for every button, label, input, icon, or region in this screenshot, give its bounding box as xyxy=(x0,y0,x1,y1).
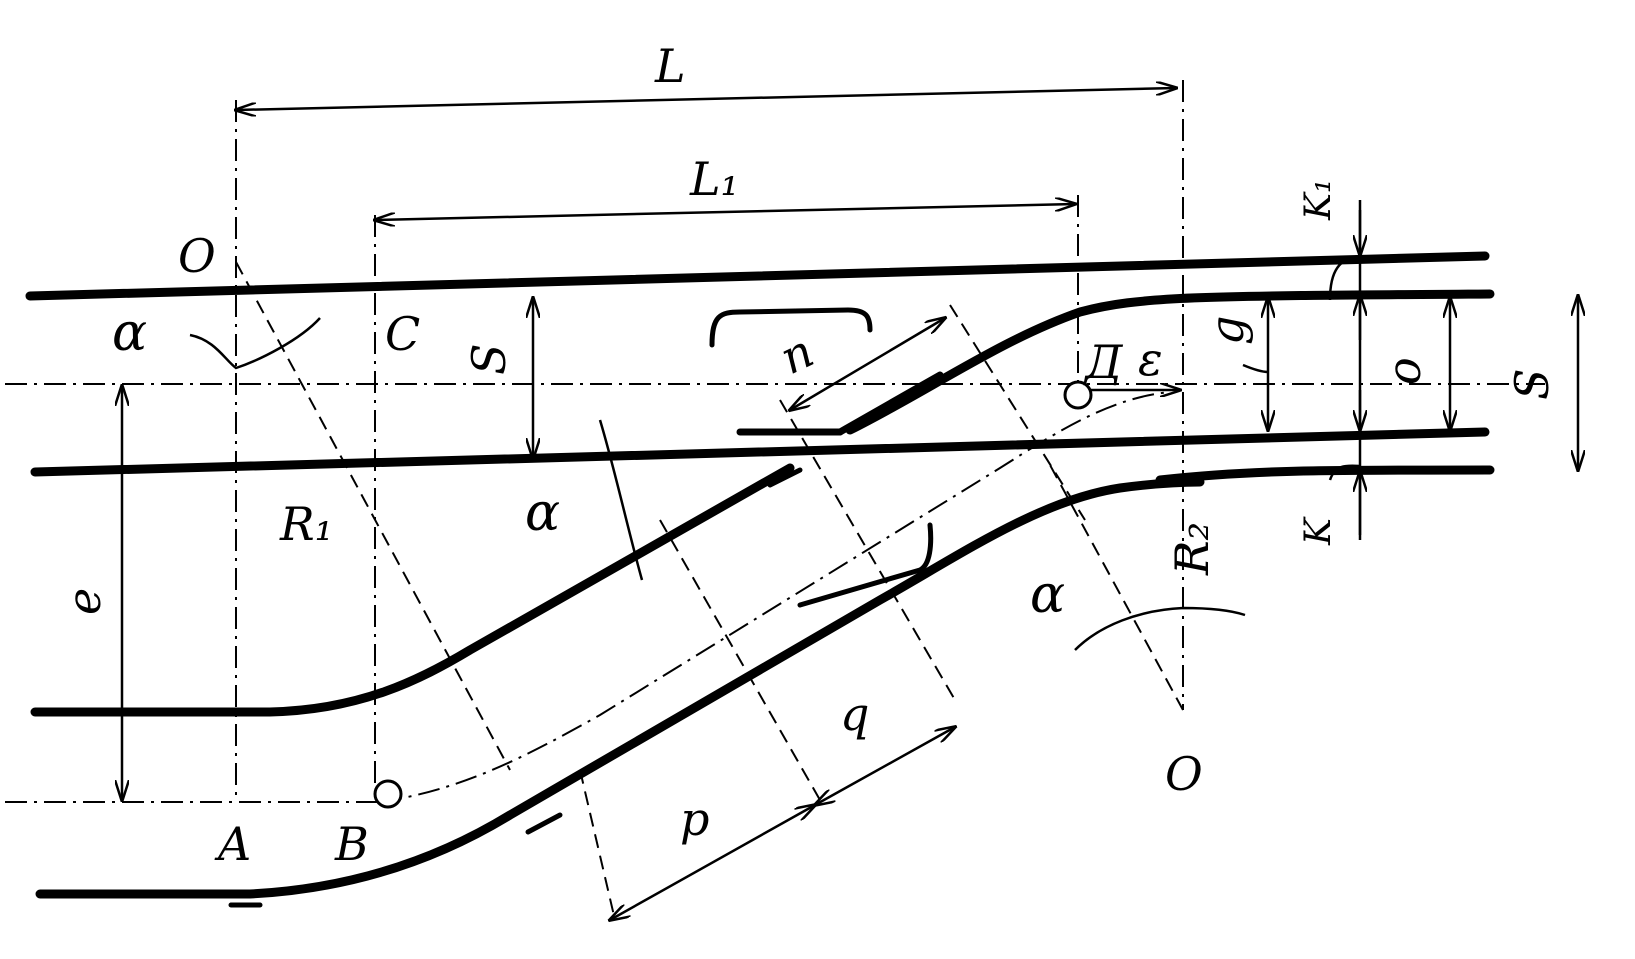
label-L1: L₁ xyxy=(689,152,739,206)
label-alpha-left: α xyxy=(112,303,147,363)
label-K: K xyxy=(1298,516,1339,546)
label-R2: R₂ xyxy=(1165,522,1219,576)
alpha-right-arc xyxy=(1074,606,1246,651)
perpendicular-4 xyxy=(579,769,616,921)
upper-track-top-rail xyxy=(25,251,1490,301)
label-e: e xyxy=(57,588,111,615)
point-B xyxy=(373,779,403,809)
label-K1: K₁ xyxy=(1298,179,1339,221)
perpendicular-3 xyxy=(659,519,821,801)
upper-branch-inner-rail xyxy=(1155,465,1495,485)
label-B: B xyxy=(334,817,369,871)
label-o: o xyxy=(1377,357,1431,385)
perpendicular-2 xyxy=(949,304,1086,521)
label-epsilon: ε xyxy=(1138,332,1163,386)
frog-end-right xyxy=(525,812,563,835)
g-leader xyxy=(1242,363,1269,374)
label-D: Д xyxy=(1083,335,1124,389)
perpendicular-1 xyxy=(779,399,956,701)
alpha-left-arc xyxy=(189,317,321,370)
axes xyxy=(5,80,1545,921)
lower-track-bottom-rail xyxy=(35,477,1205,899)
K1-leader xyxy=(1328,254,1361,301)
dim-n xyxy=(790,318,945,410)
crossover-axis xyxy=(379,391,1171,803)
labels: L L₁ O C S n Д ε g o S K₁ K α α α R₁ R₂ … xyxy=(57,39,1559,871)
angle-arcs xyxy=(189,254,1361,651)
point-D xyxy=(1063,380,1093,410)
label-L: L xyxy=(654,39,686,93)
frog-mid xyxy=(767,467,803,488)
guard-rail-lower xyxy=(797,522,934,608)
dimensions xyxy=(122,88,1578,920)
label-O-top-left: O xyxy=(178,229,216,283)
label-S-right: S xyxy=(1505,368,1559,400)
dim-q xyxy=(815,727,955,805)
label-p: p xyxy=(680,792,709,846)
label-A: A xyxy=(214,817,251,871)
label-n: n xyxy=(772,324,822,385)
lower-track-top-rail xyxy=(30,463,795,717)
K-leader xyxy=(1328,464,1361,481)
rails xyxy=(25,251,1495,908)
label-S-left: S xyxy=(462,343,516,375)
dim-p xyxy=(610,805,815,920)
label-alpha-right: α xyxy=(1030,565,1065,625)
label-C: C xyxy=(385,307,420,361)
upper-track-bottom-rail xyxy=(30,427,1490,477)
radius-R2-line xyxy=(1049,464,1184,711)
label-R1: R₁ xyxy=(279,497,333,551)
alpha-mid-arc xyxy=(598,419,644,581)
label-g: g xyxy=(1200,316,1254,345)
label-q: q xyxy=(840,687,869,741)
label-alpha-mid: α xyxy=(525,483,560,543)
label-O-bottom-right: O xyxy=(1165,747,1203,801)
dim-L xyxy=(236,88,1176,110)
dim-L1 xyxy=(375,204,1075,220)
